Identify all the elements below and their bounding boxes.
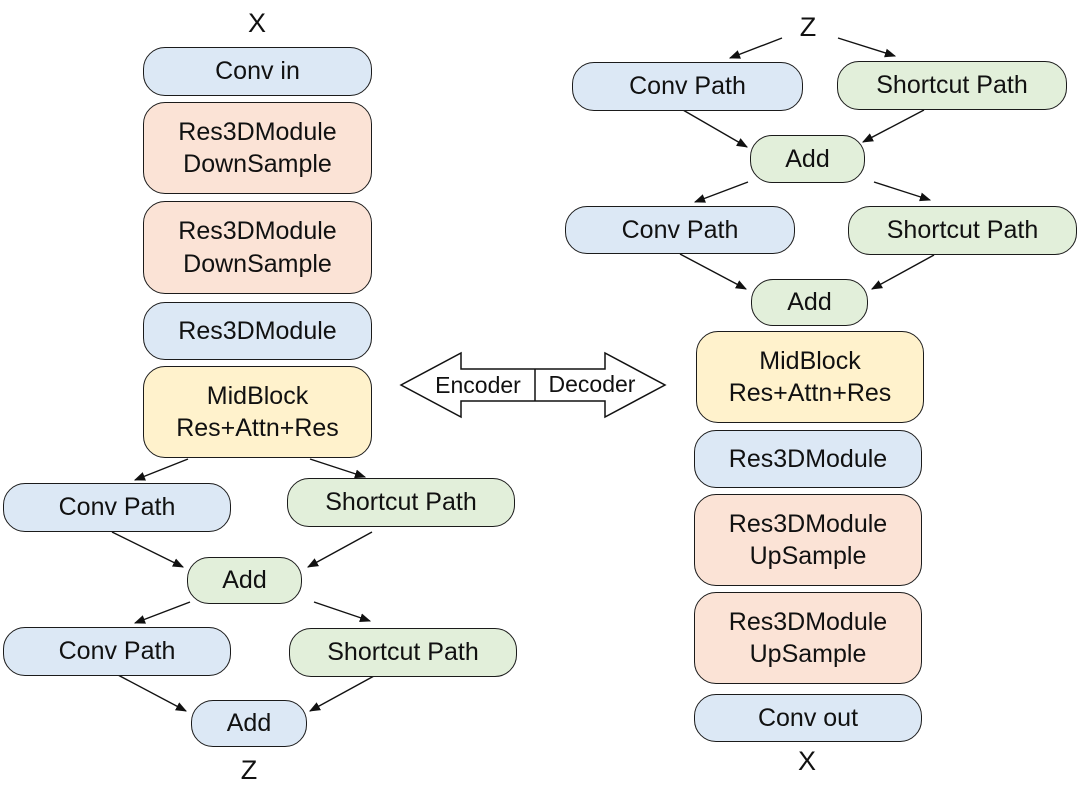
decoder-res3d-upsample-1: Res3DModule UpSample <box>694 494 922 586</box>
encoder-res3d-downsample-1-line2: DownSample <box>183 150 332 178</box>
encoder-res3d-downsample-2-line1: Res3DModule <box>178 217 337 245</box>
decoder-add-2: Add <box>751 279 868 326</box>
decoder-midblock-line2: Res+Attn+Res <box>728 379 892 407</box>
arrow-midblock-to-conv <box>133 458 189 481</box>
arrow-add-to-conv <box>133 601 191 624</box>
encoder-conv-in-text: Conv in <box>215 57 300 86</box>
decoder-midblock: MidBlock Res+Attn+Res <box>696 331 924 423</box>
decoder-res3d-upsample-2: Res3DModule UpSample <box>694 592 922 684</box>
arrow-conv-to-add <box>111 531 185 568</box>
arrow-dshortcut2-to-add2 <box>871 254 935 290</box>
decoder-conv-path-1: Conv Path <box>572 62 803 111</box>
arrow-dadd-to-shortcut <box>873 181 932 202</box>
encoder-shortcut-path-2-text: Shortcut Path <box>327 638 479 667</box>
arrow-shortcut2-to-add2 <box>309 675 375 712</box>
encoder-add-2: Add <box>191 700 307 747</box>
decoder-res3d-upsample-2-line1: Res3DModule <box>728 607 888 636</box>
arrow-z-to-shortcut <box>837 37 897 58</box>
decoder-shortcut-path-1-text: Shortcut Path <box>876 71 1028 100</box>
decoder-add-1-text: Add <box>785 144 830 173</box>
encoder-conv-in: Conv in <box>143 47 372 96</box>
encoder-conv-path-2: Conv Path <box>3 627 231 676</box>
decoder-res3d-module: Res3DModule <box>694 430 922 488</box>
decoder-output-label: X <box>797 746 816 776</box>
encoder-shortcut-path-1-text: Shortcut Path <box>325 488 477 517</box>
decoder-midblock-line1: MidBlock <box>759 346 861 375</box>
encoder-res3d-module: Res3DModule <box>143 302 372 360</box>
encoder-conv-path-1-text: Conv Path <box>58 493 176 522</box>
encoder-res3d-downsample-2-line2: DownSample <box>183 249 332 278</box>
encoder-decoder-double-arrow <box>399 351 667 419</box>
encoder-add-1: Add <box>187 557 302 604</box>
decoder-shortcut-path-2-text: Shortcut Path <box>886 216 1039 245</box>
encoder-res3d-downsample-1-line1: Res3DModule <box>178 117 337 146</box>
encoder-conv-path-1: Conv Path <box>3 483 231 532</box>
encoder-res3d-module-text: Res3DModule <box>178 316 337 345</box>
decoder-label: Decoder <box>548 371 636 397</box>
arrow-dconv-to-add <box>682 109 748 148</box>
decoder-res3d-upsample-2-line2: UpSample <box>749 640 867 668</box>
decoder-add-2-text: Add <box>787 288 832 317</box>
decoder-conv-out-text: Conv out <box>757 703 859 732</box>
encoder-shortcut-path-2: Shortcut Path <box>289 628 517 677</box>
encoder-midblock-line2: Res+Attn+Res <box>176 414 339 442</box>
decoder-add-1: Add <box>750 135 865 183</box>
decoder-conv-out: Conv out <box>694 694 922 742</box>
arrow-midblock-to-shortcut <box>309 458 367 479</box>
encoder-output-label: Z <box>240 755 258 785</box>
encoder-conv-path-2-text: Conv Path <box>58 637 176 666</box>
decoder-shortcut-path-2: Shortcut Path <box>848 206 1077 255</box>
decoder-res3d-upsample-1-line1: Res3DModule <box>728 509 888 538</box>
decoder-res3d-upsample-1-line2: UpSample <box>749 542 867 570</box>
encoder-res3d-downsample-1: Res3DModule DownSample <box>143 102 372 194</box>
arrow-add-to-shortcut <box>313 601 372 623</box>
encoder-shortcut-path-1: Shortcut Path <box>287 478 515 527</box>
decoder-conv-path-2: Conv Path <box>565 206 795 254</box>
encoder-midblock-line1: MidBlock <box>206 381 309 410</box>
arrow-z-to-conv <box>728 37 783 59</box>
decoder-res3d-module-text: Res3DModule <box>728 444 888 473</box>
decoder-conv-path-1-text: Conv Path <box>629 72 746 101</box>
encoder-input-label: X <box>247 8 266 38</box>
decoder-conv-path-2-text: Conv Path <box>621 215 739 244</box>
arrow-dadd-to-conv <box>693 181 749 203</box>
arrow-shortcut-to-add <box>307 531 373 568</box>
decoder-input-label: Z <box>799 12 817 42</box>
arrow-dconv2-to-add2 <box>679 253 747 290</box>
encoder-midblock: MidBlock Res+Attn+Res <box>143 366 372 458</box>
decoder-shortcut-path-1: Shortcut Path <box>837 61 1067 110</box>
encoder-add-2-text: Add <box>226 709 272 738</box>
arrow-conv2-to-add2 <box>117 674 187 712</box>
encoder-res3d-downsample-2: Res3DModule DownSample <box>143 201 372 294</box>
encoder-add-1-text: Add <box>222 566 267 595</box>
arrow-dshortcut-to-add <box>862 109 925 143</box>
encoder-label: Encoder <box>435 372 521 398</box>
